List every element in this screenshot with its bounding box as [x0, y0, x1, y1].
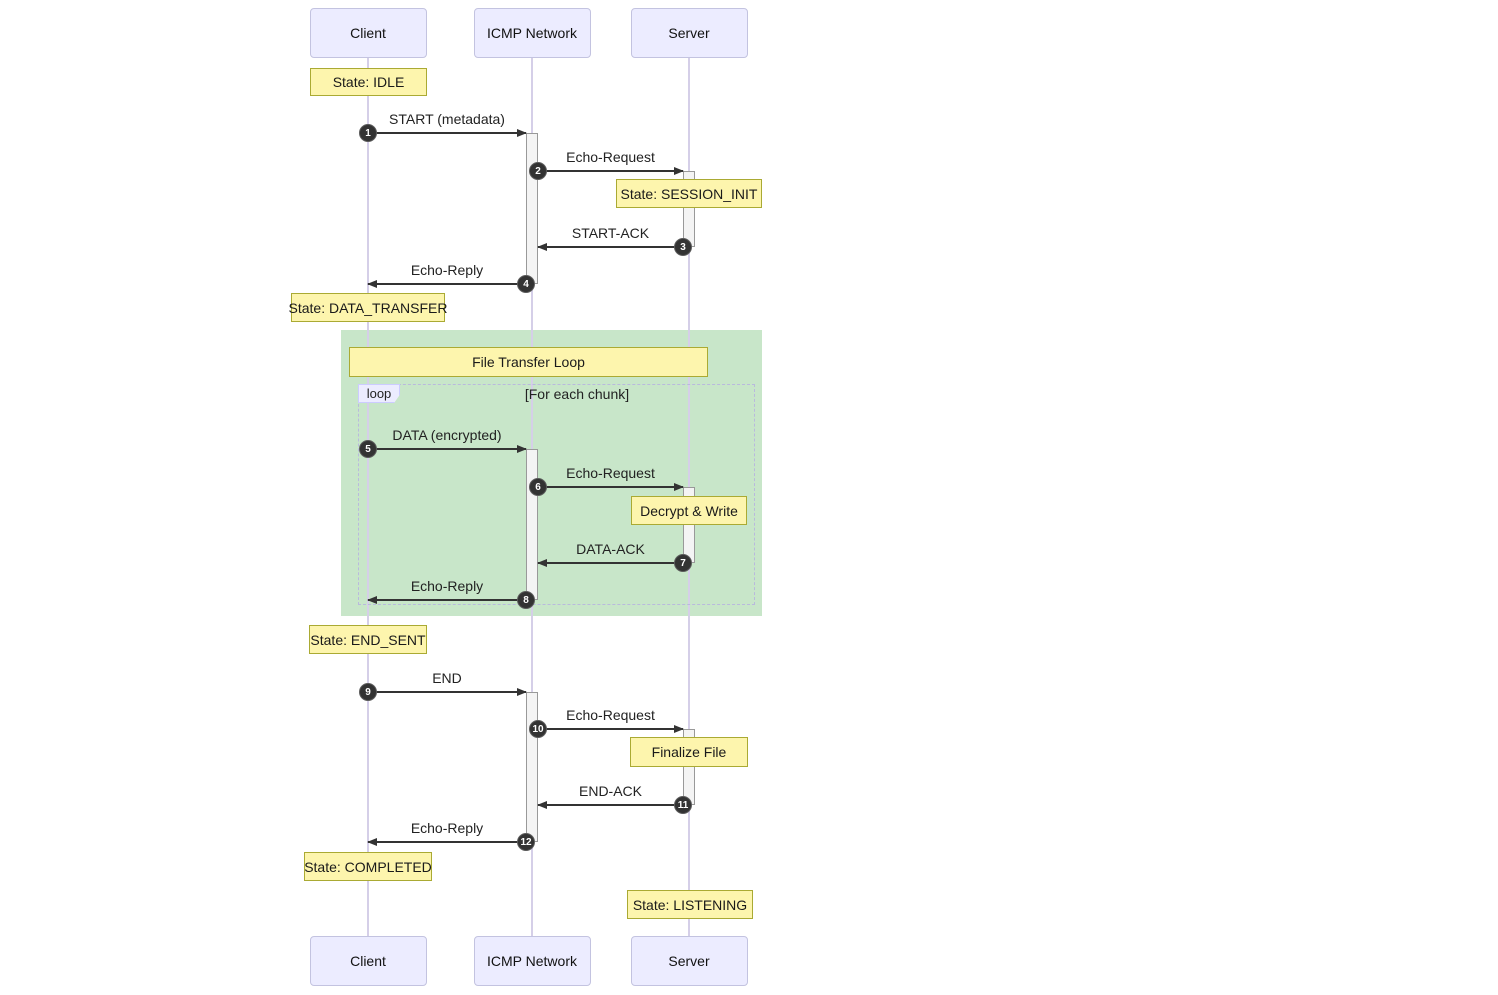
message-label: Echo-Reply	[410, 578, 484, 594]
sequence-number-badge: 1	[359, 124, 377, 142]
activation-bar	[526, 449, 538, 600]
note-decrypt-and-write: Decrypt & Write	[631, 496, 747, 525]
message-label: Echo-Request	[566, 465, 655, 481]
sequence-number-badge: 8	[517, 591, 535, 609]
note-finalize-file: Finalize File	[630, 737, 748, 767]
participant-icmp-network-bottom: ICMP Network	[473, 936, 591, 986]
note-state-listening: State: LISTENING	[627, 890, 753, 919]
participant-icmp-network-top: ICMP Network	[473, 8, 591, 58]
message-arrow	[367, 280, 526, 288]
message-label: Echo-Reply	[410, 262, 484, 278]
sequence-number-badge: 5	[359, 440, 377, 458]
sequence-number-badge: 7	[674, 554, 692, 572]
message-arrow	[537, 559, 683, 567]
note-state-session-init: State: SESSION_INIT	[616, 179, 762, 208]
message-label: Echo-Request	[566, 707, 655, 723]
message-label: Echo-Reply	[410, 820, 484, 836]
arrowhead-icon	[517, 445, 527, 453]
arrowhead-icon	[674, 167, 684, 175]
message-arrow	[368, 688, 527, 696]
sequence-number-badge: 6	[529, 478, 547, 496]
message-label: START (metadata)	[389, 111, 505, 127]
message-arrow	[368, 445, 527, 453]
message-label: DATA-ACK	[576, 541, 645, 557]
activation-bar	[526, 692, 538, 842]
sequence-number-badge: 10	[529, 720, 547, 738]
loop-frame	[358, 384, 755, 605]
loop-background	[341, 330, 762, 616]
note-state-idle: State: IDLE	[310, 68, 427, 96]
message-arrow	[368, 129, 527, 137]
message-label: START-ACK	[571, 225, 650, 241]
participant-client-bottom: Client	[309, 936, 427, 986]
arrowhead-icon	[517, 688, 527, 696]
arrowhead-icon	[674, 725, 684, 733]
loop-condition-label: [For each chunk]	[524, 386, 630, 402]
participant-server-top: Server	[630, 8, 748, 58]
sequence-number-badge: 3	[674, 238, 692, 256]
arrowhead-icon	[537, 559, 547, 567]
arrowhead-icon	[537, 243, 547, 251]
arrowhead-icon	[517, 129, 527, 137]
sequence-number-badge: 2	[529, 162, 547, 180]
sequence-number-badge: 4	[517, 275, 535, 293]
activation-bar	[526, 133, 538, 284]
note-state-end-sent: State: END_SENT	[309, 625, 427, 654]
participant-client-top: Client	[309, 8, 427, 58]
message-arrow	[537, 243, 683, 251]
lifeline-client	[367, 57, 369, 936]
message-label: END	[432, 670, 462, 686]
message-arrow	[538, 483, 684, 491]
arrowhead-icon	[537, 801, 547, 809]
arrowhead-icon	[367, 280, 377, 288]
arrowhead-icon	[367, 838, 377, 846]
message-arrow	[367, 596, 526, 604]
note-file-transfer-loop: File Transfer Loop	[349, 347, 708, 377]
loop-label-tag: loop	[358, 384, 400, 403]
message-label: DATA (encrypted)	[392, 427, 502, 443]
message-label: Echo-Request	[566, 149, 655, 165]
sequence-number-badge: 9	[359, 683, 377, 701]
message-arrow	[538, 725, 684, 733]
message-arrow	[367, 838, 526, 846]
participant-server-bottom: Server	[630, 936, 748, 986]
sequence-number-badge: 11	[674, 796, 692, 814]
sequence-number-badge: 12	[517, 833, 535, 851]
message-arrow	[537, 801, 683, 809]
note-state-data-transfer: State: DATA_TRANSFER	[289, 293, 447, 322]
arrowhead-icon	[674, 483, 684, 491]
note-state-completed: State: COMPLETED	[304, 852, 432, 881]
message-label: END-ACK	[578, 783, 643, 799]
message-arrow	[538, 167, 684, 175]
arrowhead-icon	[367, 596, 377, 604]
